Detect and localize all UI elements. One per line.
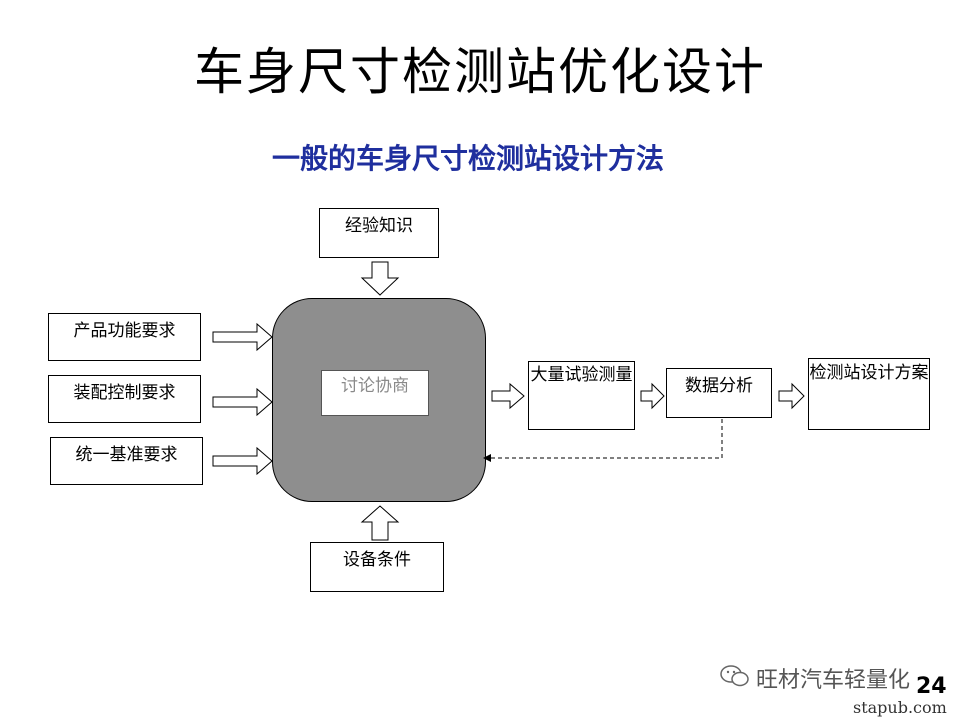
slide-subtitle: 一般的车身尺寸检测站设计方法 [271, 142, 664, 175]
arrow-analysis-to-plan [778, 382, 805, 410]
arrow-up-from-bottom [360, 505, 400, 541]
slide-title: 车身尺寸检测站优化设计 [194, 43, 766, 101]
bottom-input-box: 设备条件 [310, 542, 444, 592]
process-box-analysis: 数据分析 [666, 368, 772, 418]
arrow-right-1 [212, 322, 273, 352]
top-input-box: 经验知识 [319, 208, 439, 258]
arrow-testing-to-analysis [640, 382, 665, 410]
arrow-right-3 [212, 446, 273, 476]
arrow-right-2 [212, 387, 273, 417]
arrow-center-to-testing [491, 382, 525, 410]
arrow-down-from-top [360, 261, 400, 296]
left-input-box-2: 装配控制要求 [48, 375, 201, 423]
process-box-testing: 大量试验测量 [528, 361, 635, 430]
wechat-icon [720, 665, 749, 687]
left-input-box-1: 产品功能要求 [48, 313, 201, 361]
left-input-box-3: 统一基准要求 [50, 437, 203, 485]
page-number: 24 [916, 674, 947, 699]
process-box-design-plan: 检测站设计方案 [808, 358, 930, 430]
watermark-text: 旺材汽车轻量化 [756, 668, 911, 693]
feedback-dashed-arrow [483, 419, 723, 462]
site-watermark: stapub.com [853, 698, 947, 717]
center-process-label: 讨论协商 [321, 370, 429, 416]
